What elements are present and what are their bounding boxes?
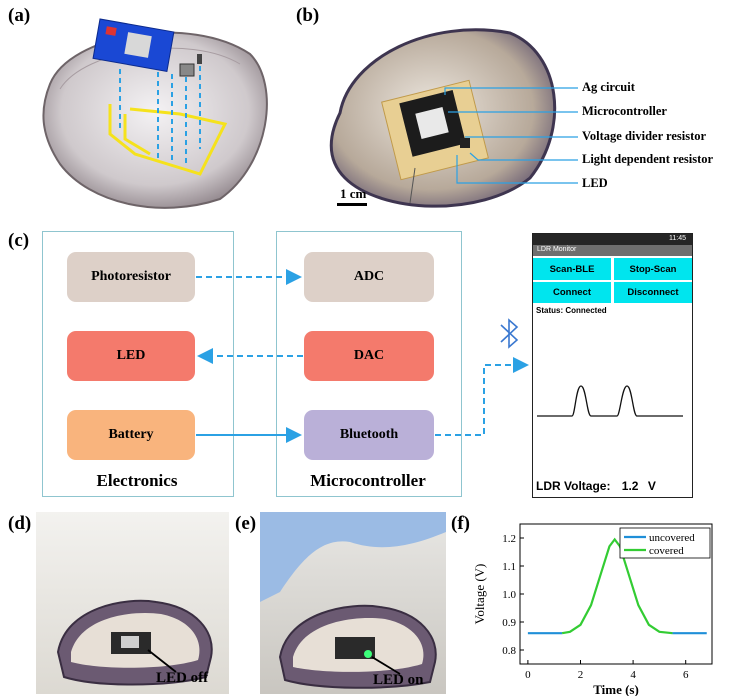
dac-box: DAC [304,331,434,381]
adc-box: ADC [304,252,434,302]
scale-bar [337,203,367,206]
scale-bar-label: 1 cm [340,186,367,201]
ldr-readout-value: 1.2 [621,479,639,493]
app-title-bar: LDR Monitor [533,245,692,256]
x-tick-label: 0 [525,669,531,681]
callout-lines [444,87,578,184]
diagram-arrows [196,269,529,443]
x-tick-label: 4 [630,669,636,681]
ldr-readout: LDR Voltage: 1.2 V [536,479,656,493]
callout-led: LED [582,176,608,190]
panel-label-e: (e) [235,513,257,534]
y-tick-label: 0.8 [502,645,516,657]
shell-circuit-illustration [42,18,268,209]
panel-label-f: (f) [451,513,470,534]
microcontroller-frame [276,231,462,497]
panel-label-b: (b) [296,5,320,26]
y-tick-label: 1.2 [502,533,516,545]
stop-scan-button[interactable]: Stop-Scan [614,258,692,280]
y-tick-label: 0.9 [502,617,516,629]
electronics-title: Electronics [96,471,178,490]
app-title: LDR Monitor [537,246,577,253]
shell-photo-e [260,512,446,689]
ldr-readout-label: LDR Voltage: [536,479,611,493]
battery-box: Battery [67,410,195,460]
callout-ag-circuit: Ag circuit [582,80,635,94]
led-off-label: LED off [156,670,209,686]
y-tick-label: 1.1 [502,561,516,573]
bluetooth-icon [500,318,519,349]
shell-photo-d [56,599,213,686]
photoresistor-box: Photoresistor [67,252,195,302]
panel-label-a: (a) [8,5,31,26]
callout-light-dependent-resistor: Light dependent resistor [582,152,714,166]
callout-microcontroller: Microcontroller [582,104,667,118]
shell-device-photo [329,28,557,208]
ldr-signal-plot [537,385,683,417]
legend-box [619,527,711,559]
led-box: LED [67,331,195,381]
x-tick-label: 6 [683,669,689,681]
led-on-label: LED on [373,672,424,688]
y-axis-label: Voltage (V) [472,564,487,625]
scan-ble-button[interactable]: Scan-BLE [533,258,611,280]
x-axis-label: Time (s) [593,682,639,696]
status-time: 11:45 [669,235,686,242]
status-bar: 11:45 [533,234,692,245]
disconnect-button[interactable]: Disconnect [614,282,692,303]
microcontroller-title: Microcontroller [310,471,426,490]
ldr-readout-unit: V [647,479,656,493]
x-tick-label: 2 [578,669,584,681]
legend-label-covered: covered [649,545,684,557]
series-line-covered [561,537,673,635]
callout-voltage-divider-resistor: Voltage divider resistor [582,129,707,143]
bluetooth-box: Bluetooth [304,410,434,460]
panel-label-d: (d) [8,513,32,534]
photo-led-on: LED on [260,512,446,694]
photo-led-off: LED off [36,512,229,694]
connect-button[interactable]: Connect [533,282,611,303]
legend-label-uncovered: uncovered [649,532,695,544]
y-tick-label: 1.0 [502,589,516,601]
phone-screen: 11:45 LDR Monitor Scan-BLE Stop-Scan Con… [532,233,693,498]
electronics-frame [42,231,234,497]
panel-label-c: (c) [8,230,30,251]
connection-status: Status: Connected [536,306,607,315]
